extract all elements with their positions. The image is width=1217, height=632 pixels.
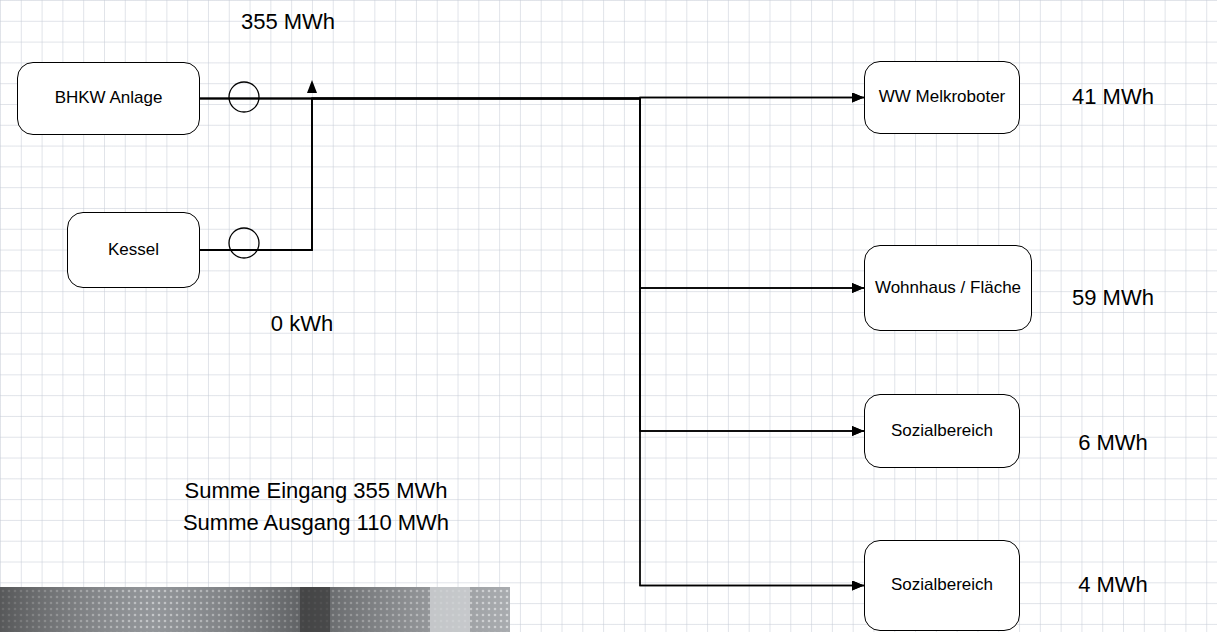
box-text: Sozialbereich <box>885 420 999 442</box>
consumer-box: Sozialbereich <box>864 540 1020 631</box>
sum-note: Summe Eingang 355 MWh <box>185 478 448 504</box>
source-box: BHKW Anlage <box>17 62 200 135</box>
heat-line <box>200 99 864 289</box>
consumption-value: 59 MWh <box>1072 285 1154 311</box>
heat-line <box>200 98 864 251</box>
meter-symbol <box>229 228 259 258</box>
source-box: Kessel <box>67 212 200 288</box>
consumer-box: Wohnhaus / Fläche <box>864 245 1032 331</box>
box-text: WW Melkroboter <box>873 86 1012 108</box>
box-text: Sozialbereich <box>885 574 999 596</box>
heat-line <box>200 99 864 432</box>
sum-note: Summe Ausgang 110 MWh <box>183 510 449 536</box>
box-text: BHKW Anlage <box>49 87 169 109</box>
meter-value: 0 kWh <box>271 311 333 337</box>
heat-line <box>200 99 864 289</box>
consumer-box: Sozialbereich <box>864 394 1020 468</box>
meter-symbol <box>229 82 259 112</box>
consumption-value: 4 MWh <box>1078 572 1148 598</box>
consumption-value: 6 MWh <box>1078 430 1148 456</box>
box-text: Wohnhaus / Fläche <box>869 277 1027 299</box>
heat-line <box>200 99 864 432</box>
consumption-value: 41 MWh <box>1072 84 1154 110</box>
box-text: Kessel <box>102 239 165 261</box>
photo <box>0 587 510 632</box>
meter-value: 355 MWh <box>241 9 335 35</box>
consumer-box: WW Melkroboter <box>864 61 1020 134</box>
junction-arrow <box>307 80 317 93</box>
